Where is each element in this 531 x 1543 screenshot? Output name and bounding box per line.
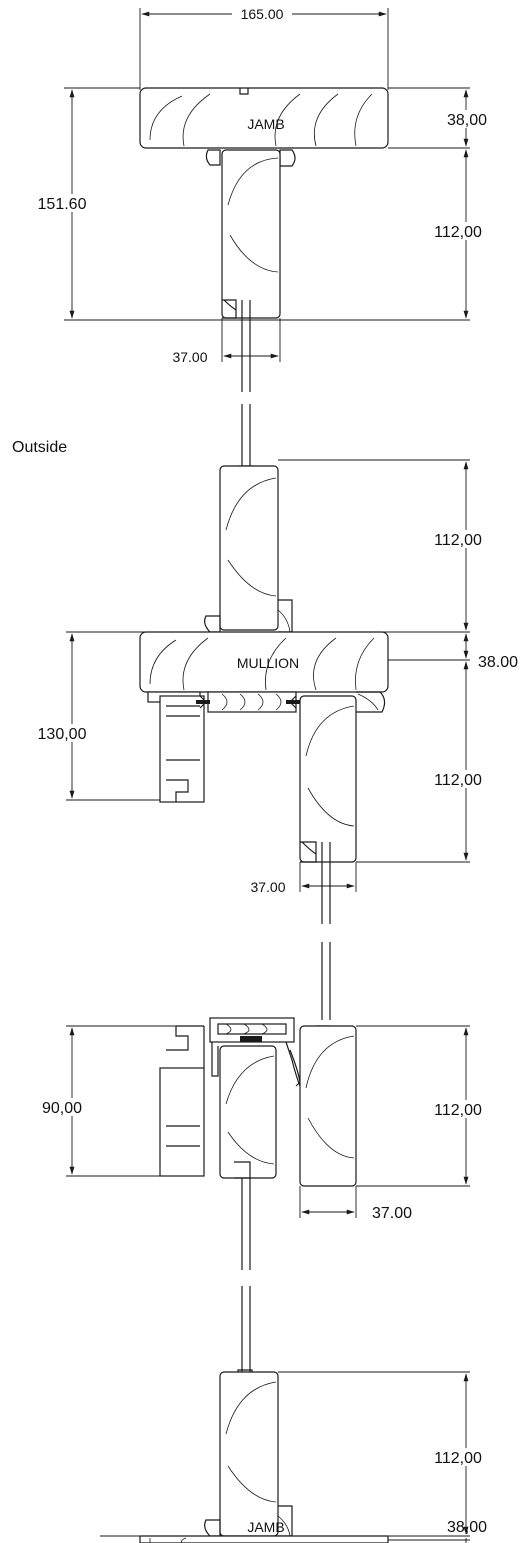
sash-bottom [219, 1371, 279, 1537]
dim-label-mullion-thickness: 38.00 [478, 654, 518, 671]
dim-label-sash-depth-top: 112,00 [434, 224, 482, 241]
label-mullion: MULLION [237, 655, 299, 671]
dim-sash-depth-top: 112,00 [420, 149, 490, 319]
meeting-outer-sash [219, 1045, 277, 1179]
dim-label-casing-height: 130,00 [38, 726, 87, 743]
dim-label-lower-sash-middle: 112,00 [434, 772, 482, 789]
dim-label-sash-width-middle: 37.00 [250, 879, 285, 895]
dim-meeting-height: 90,00 [32, 1027, 88, 1175]
meeting-casing-profile [159, 1067, 205, 1177]
lower-sash-middle [299, 695, 357, 863]
dim-jamb-thickness-top: 38,00 [440, 89, 494, 147]
dim-label-jamb-thickness-top: 38,00 [447, 112, 487, 129]
dim-sash-depth-bottom: 112,00 [420, 1373, 490, 1535]
dim-casing-height: 130,00 [32, 633, 88, 799]
casing-profile [159, 695, 205, 803]
mullion-section: Outside MULLION [12, 404, 518, 924]
top-jamb-section: 165.00 JAMB 151.60 [32, 6, 494, 392]
dim-sash-width-middle: 37.00 [250, 862, 357, 895]
dim-overall-height: 151.60 [32, 89, 88, 319]
upper-sash-middle [219, 465, 279, 631]
sash-top [221, 149, 281, 319]
label-jamb-top: JAMB [247, 116, 284, 132]
dim-label-jamb-thickness-bottom: 38,00 [447, 1519, 487, 1536]
dim-sash-width-top: 37.00 [172, 318, 281, 365]
label-jamb-bottom: JAMB [247, 1519, 284, 1535]
dim-label-sash-depth-bottom: 112,00 [434, 1450, 482, 1467]
jamb-board-top [139, 87, 389, 149]
dim-label-sash-width-top: 37.00 [172, 349, 207, 365]
meeting-inner-sash [299, 1025, 357, 1187]
label-outside: Outside [12, 439, 67, 456]
bottom-jamb-section: JAMB 112,00 38,00 [100, 1286, 490, 1543]
dim-label-meeting-height: 90,00 [42, 1100, 82, 1117]
dim-upper-sash-middle: 112,00 [420, 461, 490, 631]
dim-lower-sash-middle: 112,00 [420, 661, 490, 861]
dim-label-meeting-sash-width: 37.00 [372, 1205, 412, 1222]
jamb-board-bottom [139, 1535, 389, 1543]
dim-label-overall-height: 151.60 [38, 196, 87, 213]
dim-label-top-width: 165.00 [241, 6, 284, 22]
dim-meeting-sash-depth: 112,00 [420, 1027, 490, 1185]
dim-top-width: 165.00 [139, 6, 389, 90]
meeting-rail-section: 90,00 112,00 37.00 [32, 942, 490, 1270]
dim-jamb-thickness-bottom: 38,00 [447, 1519, 487, 1543]
dim-label-upper-sash-middle: 112,00 [434, 532, 482, 549]
dim-meeting-sash-width: 37.00 [299, 1186, 412, 1222]
dim-mullion-thickness: 38.00 [463, 633, 518, 671]
dim-label-meeting-sash-depth: 112,00 [434, 1102, 482, 1119]
